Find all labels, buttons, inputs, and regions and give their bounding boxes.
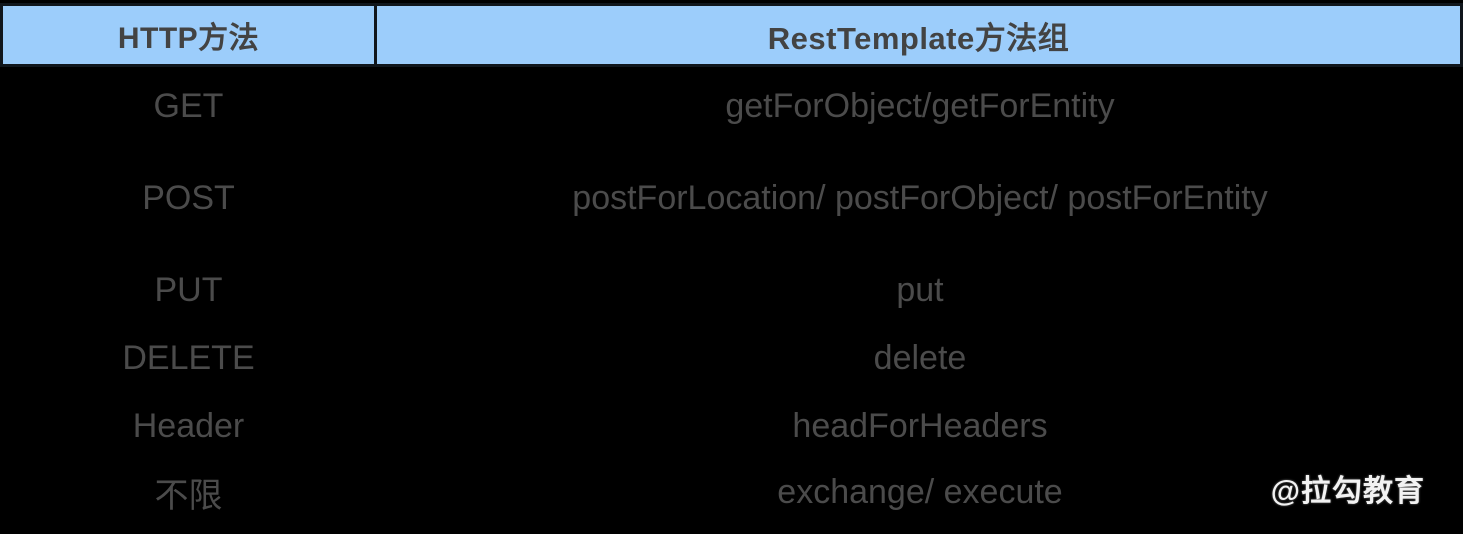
table-cell-resttemplate-methods: put bbox=[377, 271, 1463, 310]
table-body: GET getForObject/getForEntity POST postF… bbox=[0, 67, 1463, 534]
table-header-row: HTTP方法 RestTemplate方法组 bbox=[0, 3, 1463, 67]
table-cell-resttemplate-methods: headForHeaders bbox=[377, 407, 1463, 446]
table-header-cell-resttemplate-methods: RestTemplate方法组 bbox=[377, 6, 1463, 64]
table-row: PUT put bbox=[0, 264, 1463, 316]
table-header-label-resttemplate-methods: RestTemplate方法组 bbox=[767, 20, 1070, 56]
http-method-value: PUT bbox=[154, 270, 223, 309]
http-method-value: GET bbox=[153, 86, 224, 125]
resttemplate-methods-value: exchange/ execute bbox=[777, 472, 1063, 511]
table-row: GET getForObject/getForEntity bbox=[0, 80, 1463, 132]
table-row: POST postForLocation/ postForObject/ pos… bbox=[0, 172, 1463, 224]
table-cell-resttemplate-methods: getForObject/getForEntity bbox=[377, 87, 1463, 126]
table-cell-http-method: PUT bbox=[0, 271, 377, 310]
table-cell-resttemplate-methods: exchange/ execute bbox=[377, 473, 1463, 512]
resttemplate-methods-value: postForLocation/ postForObject/ postForE… bbox=[572, 178, 1268, 217]
table-cell-http-method: DELETE bbox=[0, 339, 377, 378]
table-cell-resttemplate-methods: delete bbox=[377, 339, 1463, 378]
watermark-label: @拉勾教育 bbox=[1270, 475, 1425, 508]
table-header-cell-http-method: HTTP方法 bbox=[0, 6, 377, 64]
table-row: DELETE delete bbox=[0, 332, 1463, 384]
resttemplate-methods-value: getForObject/getForEntity bbox=[725, 86, 1115, 125]
http-method-value: Header bbox=[132, 406, 245, 445]
table-cell-resttemplate-methods: postForLocation/ postForObject/ postForE… bbox=[377, 179, 1463, 218]
http-method-value: POST bbox=[142, 178, 235, 217]
resttemplate-methods-value: delete bbox=[873, 338, 967, 377]
resttemplate-methods-value: headForHeaders bbox=[792, 406, 1048, 445]
http-method-value: 不限 bbox=[154, 476, 223, 515]
table-cell-http-method: 不限 bbox=[0, 468, 377, 517]
table-cell-http-method: Header bbox=[0, 407, 377, 446]
table-row: 不限 exchange/ execute bbox=[0, 466, 1463, 518]
table-cell-http-method: POST bbox=[0, 179, 377, 218]
table-header-label-http-method: HTTP方法 bbox=[117, 22, 260, 55]
resttemplate-methods-value: put bbox=[896, 270, 944, 309]
table-row: Header headForHeaders bbox=[0, 400, 1463, 452]
http-method-value: DELETE bbox=[122, 338, 255, 377]
table-cell-http-method: GET bbox=[0, 87, 377, 126]
